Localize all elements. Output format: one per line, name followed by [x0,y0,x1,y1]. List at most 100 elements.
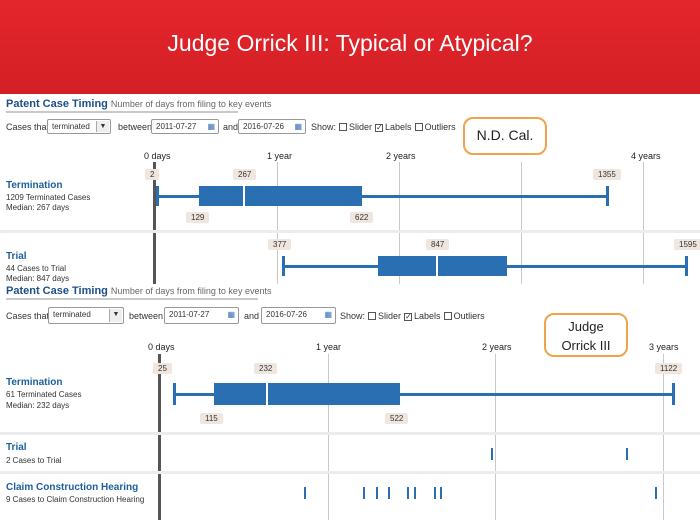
top-status-value: terminated [52,122,90,131]
bottom-trial-title[interactable]: Trial [6,442,27,453]
top-trial-count: 44 Cases to Trial [6,264,67,273]
bottom-claim-case-mark [414,487,416,499]
top-gridline-2years [399,162,400,284]
top-termination-title[interactable]: Termination [6,180,63,191]
bottom-row-separator-1 [0,432,700,435]
chevron-down-icon: ▼ [96,121,109,132]
bottom-end-date-value: 2016-07-26 [266,310,307,319]
bottom-header-title: Patent Case Timing [6,285,108,297]
bottom-claim-case-mark [655,487,657,499]
bottom-status-value: terminated [53,310,91,319]
bottom-axis-3years: 3 years [649,342,679,352]
bottom-termination-box[interactable] [214,383,400,405]
top-trial-max-label: 1595 [674,239,700,250]
bottom-axis-zero: 0 days [148,342,175,352]
bottom-claim-count: 9 Cases to Claim Construction Hearing [6,495,145,504]
bottom-end-date-input[interactable]: 2016-07-26 ▦ [261,307,336,324]
bottom-claim-case-mark [434,487,436,499]
bottom-claim-case-mark [407,487,409,499]
bottom-start-date-input[interactable]: 2011-07-27 ▦ [164,307,239,324]
top-labels-checkbox[interactable]: ✓ [375,123,384,132]
top-trial-box[interactable] [378,256,507,276]
top-termination-median: Median: 267 days [6,203,70,212]
bottom-callout-judge: Judge Orrick III [544,313,628,357]
bottom-termination-q1-label: 115 [200,413,223,424]
top-termination-max-label: 1355 [593,169,621,180]
bottom-claim-title[interactable]: Claim Construction Hearing [6,482,139,493]
bottom-termination-median-line [266,383,268,405]
bottom-callout-line1: Judge [568,319,604,334]
slide-title: Judge Orrick III: Typical or Atypical? [167,30,533,56]
top-callout-ndcal: N.D. Cal. [463,117,547,155]
top-outliers-label: Outliers [424,122,456,132]
bottom-trial-case-mark [626,448,628,460]
bottom-termination-min-label: 25 [153,363,172,374]
bottom-outliers-checkbox[interactable] [443,312,452,320]
bottom-claim-case-mark [363,487,365,499]
bottom-header-underline [6,298,258,300]
top-between-label: between [118,122,153,132]
top-and-label: and [223,122,239,132]
bottom-status-select[interactable]: terminated ▼ [48,307,124,324]
bottom-callout-line2: Orrick III [561,338,611,353]
bottom-termination-count: 61 Terminated Cases [6,390,82,399]
bottom-cases-that-label: Cases that [6,311,50,321]
bottom-outliers-label: Outliers [453,311,485,321]
bottom-slider-label: Slider [378,311,402,321]
top-start-date-input[interactable]: 2011-07-27 ▦ [151,119,219,134]
top-termination-q3-label: 622 [350,212,374,223]
bottom-termination-max-label: 1122 [655,363,683,374]
top-gridline-3years [521,162,522,284]
top-axis-4years: 4 years [631,151,661,161]
bottom-trial-count: 2 Cases to Trial [6,456,62,465]
top-trial-min-cap [282,256,285,276]
top-termination-median-line [243,186,245,206]
calendar-icon: ▦ [294,122,302,131]
bottom-slider-checkbox[interactable] [368,312,377,320]
bottom-termination-title[interactable]: Termination [6,377,63,388]
top-termination-max-cap [606,186,609,206]
bottom-termination-whisker [174,393,674,396]
top-termination-count: 1209 Terminated Cases [6,193,91,202]
top-show-label: Show: [311,122,337,132]
calendar-icon: ▦ [324,310,332,319]
bottom-labels-checkbox[interactable]: ✓ [404,312,413,321]
top-start-date-value: 2011-07-27 [156,122,197,131]
bottom-gridline-1year [328,354,329,520]
bottom-show-label: Show: [340,311,366,321]
top-trial-max-cap [685,256,688,276]
bottom-claim-case-mark [376,487,378,499]
top-termination-median-label: 267 [233,169,257,180]
top-termination-q1-label: 129 [186,212,210,223]
top-labels-label: Labels [385,122,412,132]
top-row-separator [0,230,700,233]
bottom-axis-2years: 2 years [482,342,512,352]
top-status-select[interactable]: terminated ▼ [47,119,111,134]
bottom-row-separator-2 [0,471,700,474]
top-outliers-checkbox[interactable] [414,123,423,131]
top-header-title: Patent Case Timing [6,98,108,110]
calendar-icon: ▦ [207,122,215,131]
top-header-subtitle: Number of days from filing to key events [110,99,272,109]
top-axis-2years: 2 years [386,151,416,161]
top-end-date-input[interactable]: 2016-07-26 ▦ [238,119,306,134]
bottom-termination-median: Median: 232 days [6,401,70,410]
bottom-start-date-value: 2011-07-27 [169,310,210,319]
top-gridline-4years [643,162,644,284]
calendar-icon: ▦ [227,310,235,319]
top-termination-box[interactable] [199,186,362,206]
bottom-claim-case-mark [440,487,442,499]
top-trial-title[interactable]: Trial [6,251,27,262]
top-zero-line [153,162,156,284]
slide-banner: Judge Orrick III: Typical or Atypical? [0,0,700,94]
bottom-between-label: between [129,311,164,321]
bottom-gridline-2years [495,354,496,520]
top-trial-median-line [436,256,438,276]
top-axis-1year: 1 year [267,151,293,161]
top-slider-checkbox[interactable] [339,123,348,131]
top-header-underline [6,111,238,113]
